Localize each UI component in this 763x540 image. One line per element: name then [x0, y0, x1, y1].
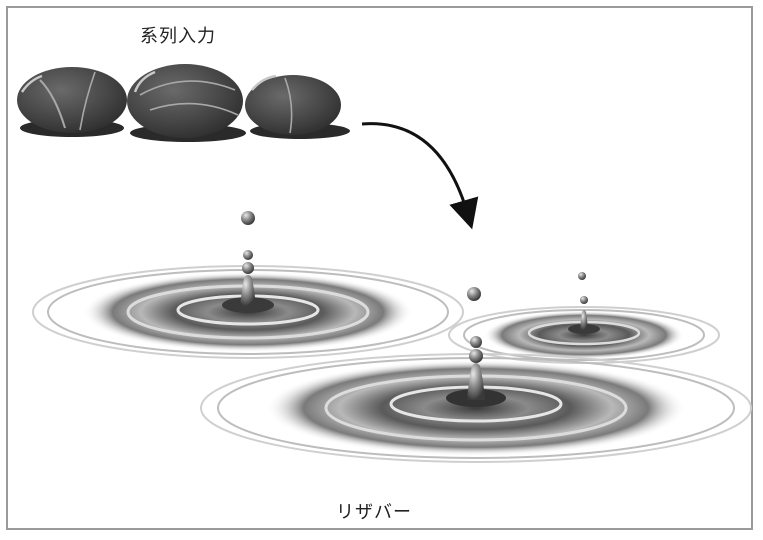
reservoir-label: リザバー	[336, 502, 412, 523]
water-drop-icon	[467, 287, 485, 400]
water-drop-icon	[578, 272, 588, 330]
curved-arrow-icon	[361, 122, 479, 230]
series-input-label: 系列入力	[140, 26, 216, 47]
water-drop-icon	[240, 211, 256, 306]
water-ripple-icon	[200, 353, 752, 463]
pebble-icon	[127, 64, 246, 142]
pebble-icon	[17, 67, 127, 137]
stones-group	[17, 64, 350, 142]
pebble-icon	[245, 74, 350, 139]
